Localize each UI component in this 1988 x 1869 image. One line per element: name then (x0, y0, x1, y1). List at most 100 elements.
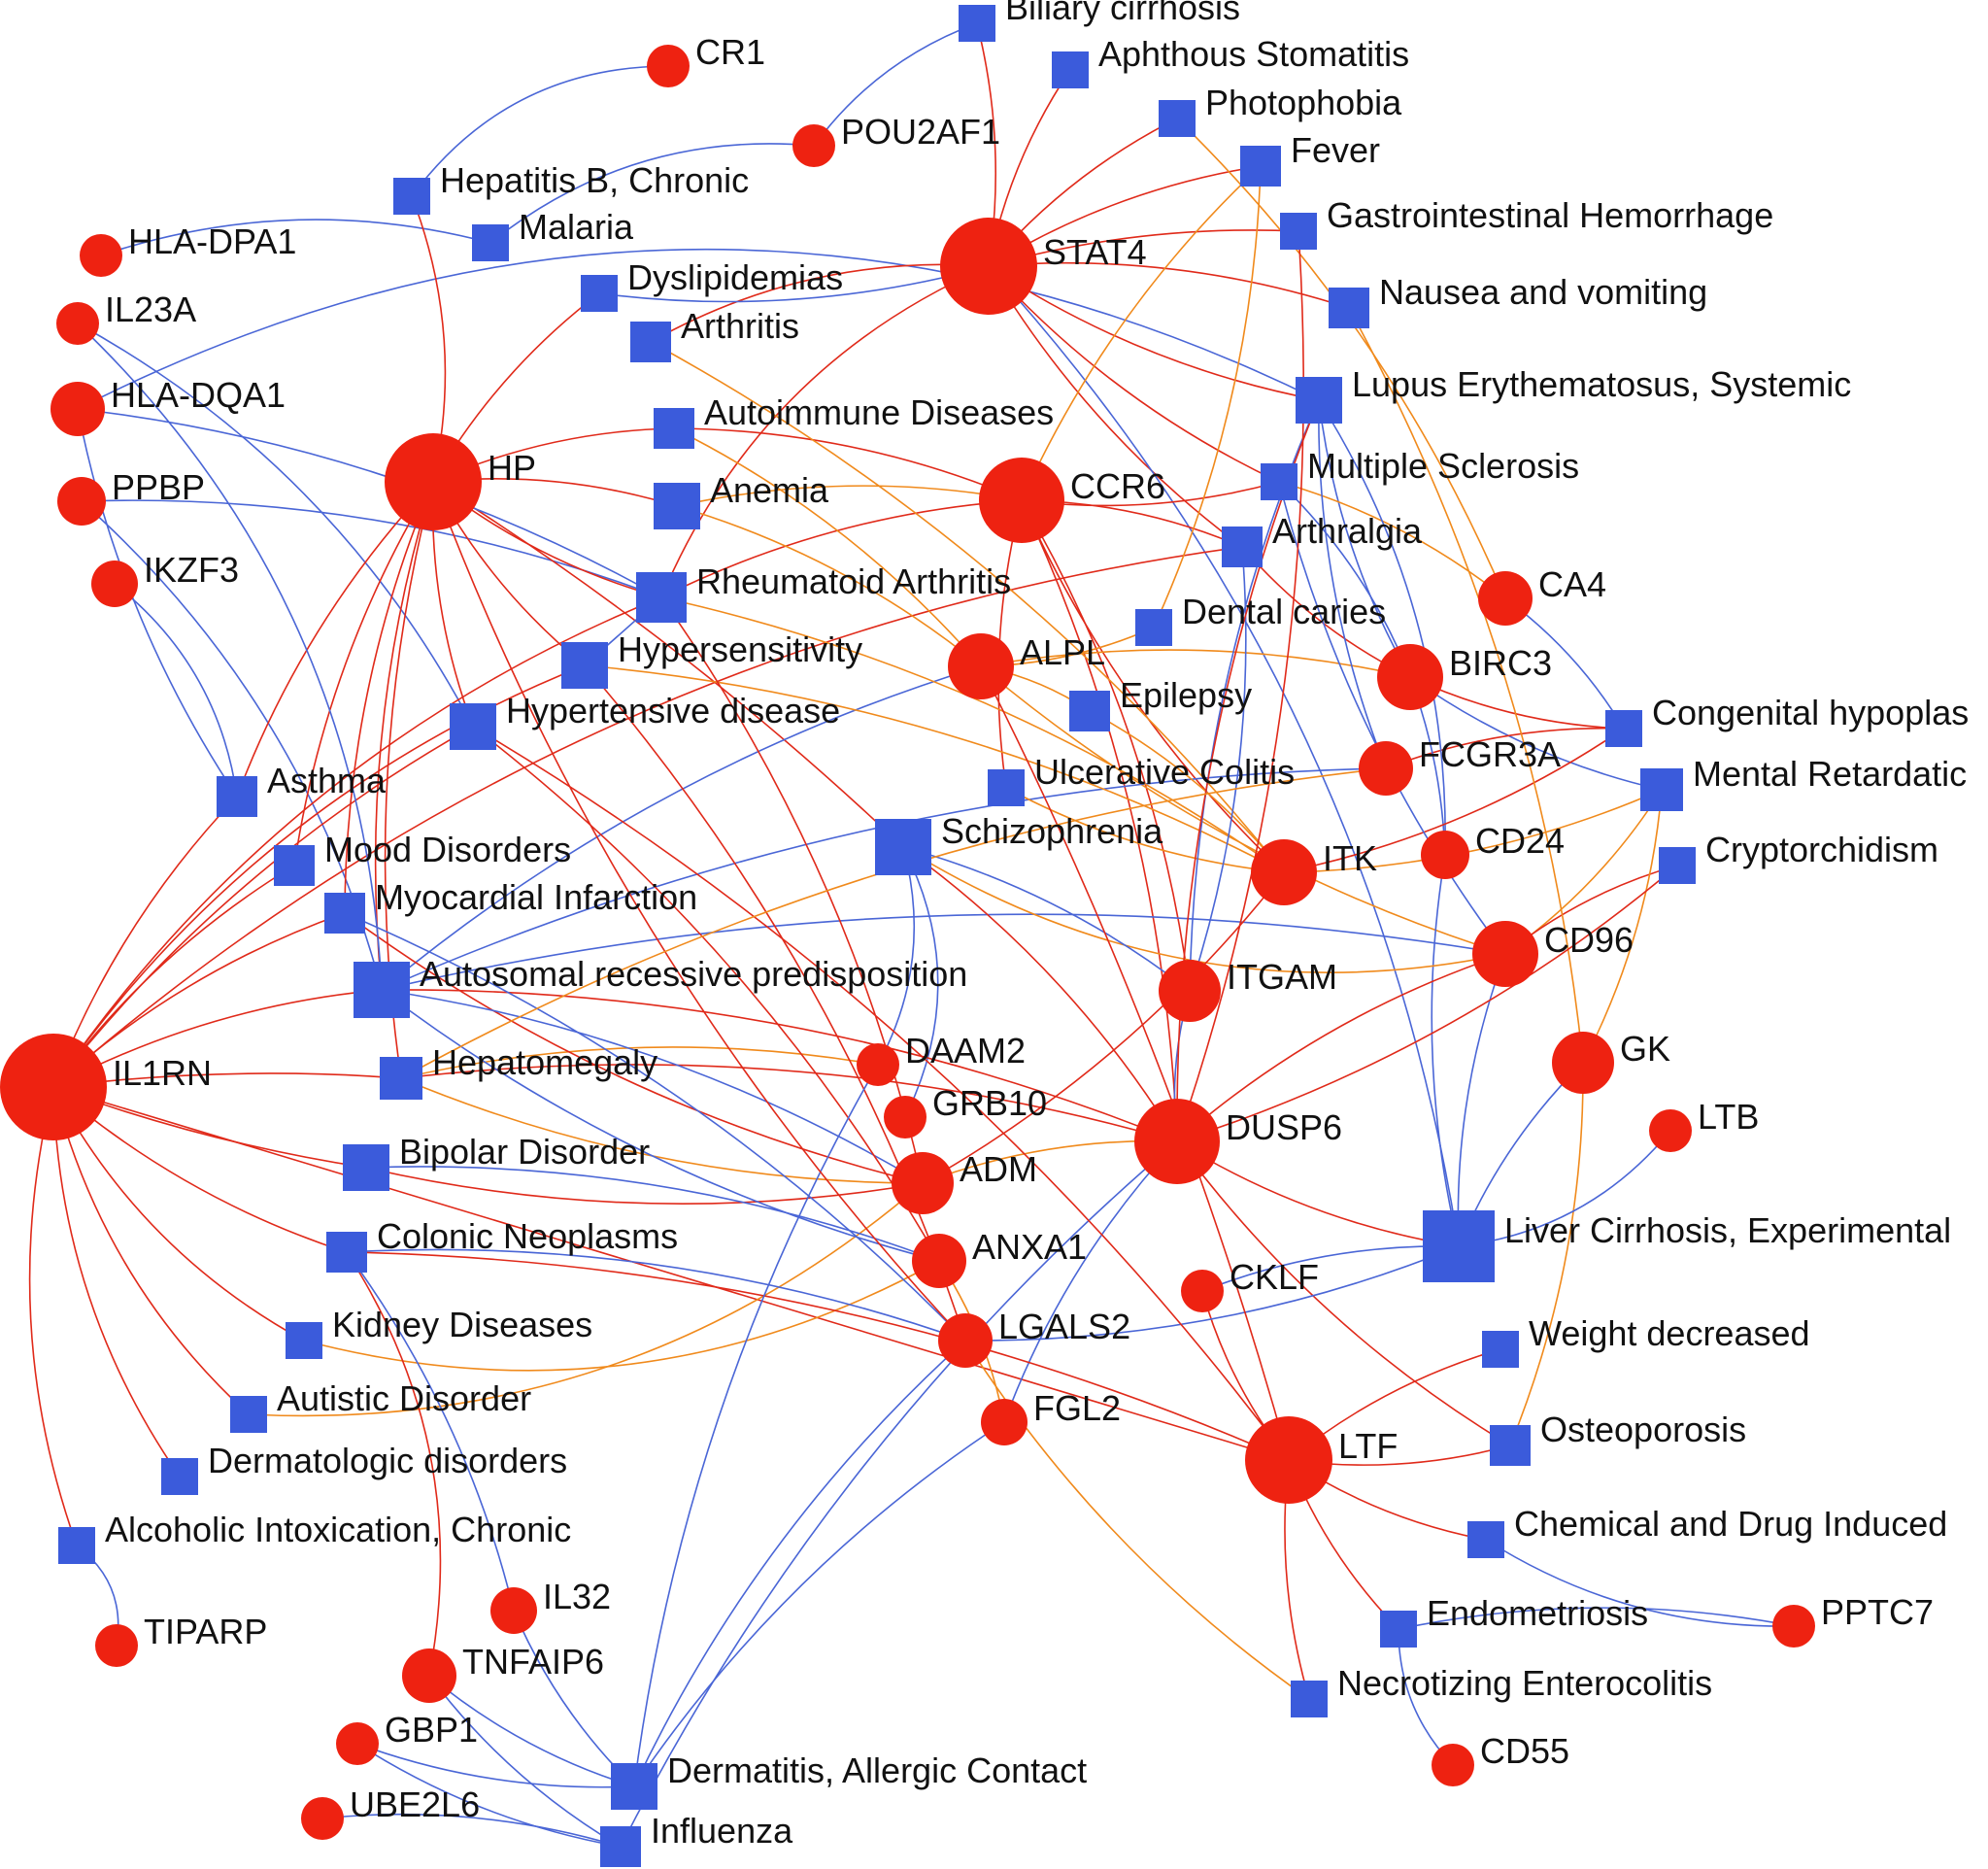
disease-node-asthma: Asthma (217, 761, 387, 817)
disease-node-influenza: Influenza (600, 1811, 793, 1867)
gene-label: IL32 (543, 1577, 611, 1616)
disease-label: Colonic Neoplasms (377, 1216, 678, 1256)
gene-circle (1181, 1270, 1224, 1312)
edge-CR1-hepb (411, 65, 669, 197)
disease-label: Ulcerative Colitis (1034, 752, 1295, 792)
edge-DUSP6-FGL2 (1003, 1140, 1178, 1423)
disease-label: Necrotizing Enterocolitis (1337, 1663, 1712, 1703)
disease-square (561, 642, 608, 689)
disease-square (161, 1458, 198, 1495)
gene-label: CD96 (1544, 920, 1634, 960)
gene-circle (1134, 1099, 1220, 1184)
edge-LTF-ALPL (980, 665, 1290, 1461)
disease-node-hypersens: Hypersensitivity (561, 629, 862, 689)
disease-node-mental: Mental Retardatic (1640, 754, 1967, 811)
disease-node-osteo: Osteoporosis (1490, 1410, 1746, 1466)
gene-circle (1245, 1416, 1332, 1504)
edge-ITK-congenital (1283, 728, 1625, 873)
gene-node-GRB10: GRB10 (884, 1083, 1047, 1138)
edge-GBP1-influenza (356, 1743, 622, 1848)
edge-IL1RN-alcohol (28, 1086, 78, 1546)
edge-IL32-dermatitis (513, 1610, 635, 1787)
gene-node-UBE2L6: UBE2L6 (301, 1784, 480, 1840)
edge-UBE2L6-influenza (321, 1813, 622, 1848)
gene-node-LTB: LTB (1649, 1097, 1759, 1152)
disease-square (1291, 1681, 1328, 1717)
gene-circle (402, 1648, 456, 1703)
disease-node-congenital: Congenital hypoplas (1605, 693, 1969, 747)
disease-node-uc: Ulcerative Colitis (988, 752, 1295, 806)
gene-label: TNFAIP6 (462, 1642, 604, 1682)
gene-label: DAAM2 (905, 1031, 1026, 1070)
disease-node-hypertensive: Hypertensive disease (450, 691, 840, 750)
disease-label: Autoimmune Diseases (704, 392, 1054, 432)
edge-DUSP6-crypt (1176, 865, 1678, 1142)
disease-node-ra: Rheumatoid Arthritis (636, 561, 1011, 623)
gene-node-CD55: CD55 (1432, 1731, 1569, 1786)
disease-node-arthritis: Arthritis (630, 306, 799, 362)
gene-circle (1359, 741, 1413, 796)
gene-circle (385, 433, 482, 530)
disease-square (1659, 847, 1696, 884)
edge-DUSP6-lupus (1176, 399, 1320, 1142)
gene-label: GK (1620, 1029, 1670, 1069)
edge-LGALS2-colonic (346, 1248, 966, 1342)
disease-square (1296, 377, 1342, 424)
disease-node-alcohol: Alcoholic Intoxication, Chronic (58, 1510, 571, 1564)
edge-ADM-hepato (400, 1077, 924, 1184)
disease-node-gihem: Gastrointestinal Hemorrhage (1280, 195, 1773, 250)
edge-HP-LGALS2 (432, 481, 966, 1342)
edge-ADM-arp (381, 989, 924, 1184)
disease-label: Malaria (519, 207, 634, 247)
network-edges (28, 22, 1795, 1848)
gene-node-CA4: CA4 (1478, 564, 1606, 626)
disease-node-liver: Liver Cirrhosis, Experimental (1423, 1210, 1951, 1282)
gene-circle (1421, 831, 1469, 879)
gene-circle (1432, 1744, 1474, 1786)
gene-circle (490, 1587, 537, 1634)
disease-label: Arthritis (681, 306, 799, 346)
edge-CD24-liver (1431, 854, 1460, 1247)
edge-DAAM2-hepato (400, 1046, 879, 1079)
disease-square (343, 1144, 389, 1191)
disease-label: Weight decreased (1529, 1313, 1810, 1353)
edge-CCR6-fever (1021, 165, 1262, 501)
gene-node-HP: HP (385, 433, 536, 530)
disease-node-mood: Mood Disorders (274, 830, 571, 886)
gene-circle (0, 1034, 107, 1140)
disease-square (393, 178, 430, 215)
disease-square (450, 703, 496, 750)
edge-DUSP6-arp (381, 989, 1178, 1142)
edge-DUSP6-gihem (1176, 230, 1304, 1142)
gene-circle (80, 234, 122, 277)
disease-square (1280, 213, 1317, 250)
disease-label: Congenital hypoplas (1652, 693, 1969, 732)
disease-node-chemdrug: Chemical and Drug Induced (1467, 1504, 1947, 1558)
disease-label: Chemical and Drug Induced (1514, 1504, 1947, 1544)
disease-square (1261, 463, 1297, 500)
gene-circle (979, 458, 1064, 543)
disease-node-mi: Myocardial Infarction (324, 877, 697, 934)
gene-node-CKLF: CKLF (1181, 1257, 1319, 1312)
gene-label: CCR6 (1070, 466, 1165, 506)
gene-label: IL23A (105, 289, 196, 329)
edge-STAT4-ms (988, 265, 1280, 483)
disease-node-hepb: Hepatitis B, Chronic (393, 160, 749, 215)
disease-node-ms: Multiple Sclerosis (1261, 446, 1579, 500)
edge-ITK-mental (1283, 789, 1663, 873)
disease-label: Dermatologic disorders (208, 1441, 567, 1480)
disease-square (654, 483, 700, 529)
gene-label: LTF (1338, 1426, 1398, 1466)
disease-label: Alcoholic Intoxication, Chronic (105, 1510, 571, 1549)
edge-HP-schizo (432, 481, 904, 848)
gene-node-GBP1: GBP1 (336, 1710, 478, 1765)
edge-FCGR3A-lupus (1318, 399, 1387, 769)
edge-IL1RN-hypertensive (52, 726, 474, 1088)
disease-node-anemia: Anemia (654, 470, 829, 529)
disease-square (1069, 691, 1110, 731)
gene-label: IL1RN (113, 1053, 212, 1093)
gene-label: CR1 (695, 32, 765, 72)
disease-node-colonic: Colonic Neoplasms (326, 1216, 678, 1273)
edge-HLA-DQA1-ra (77, 408, 662, 598)
disease-square (988, 769, 1025, 806)
